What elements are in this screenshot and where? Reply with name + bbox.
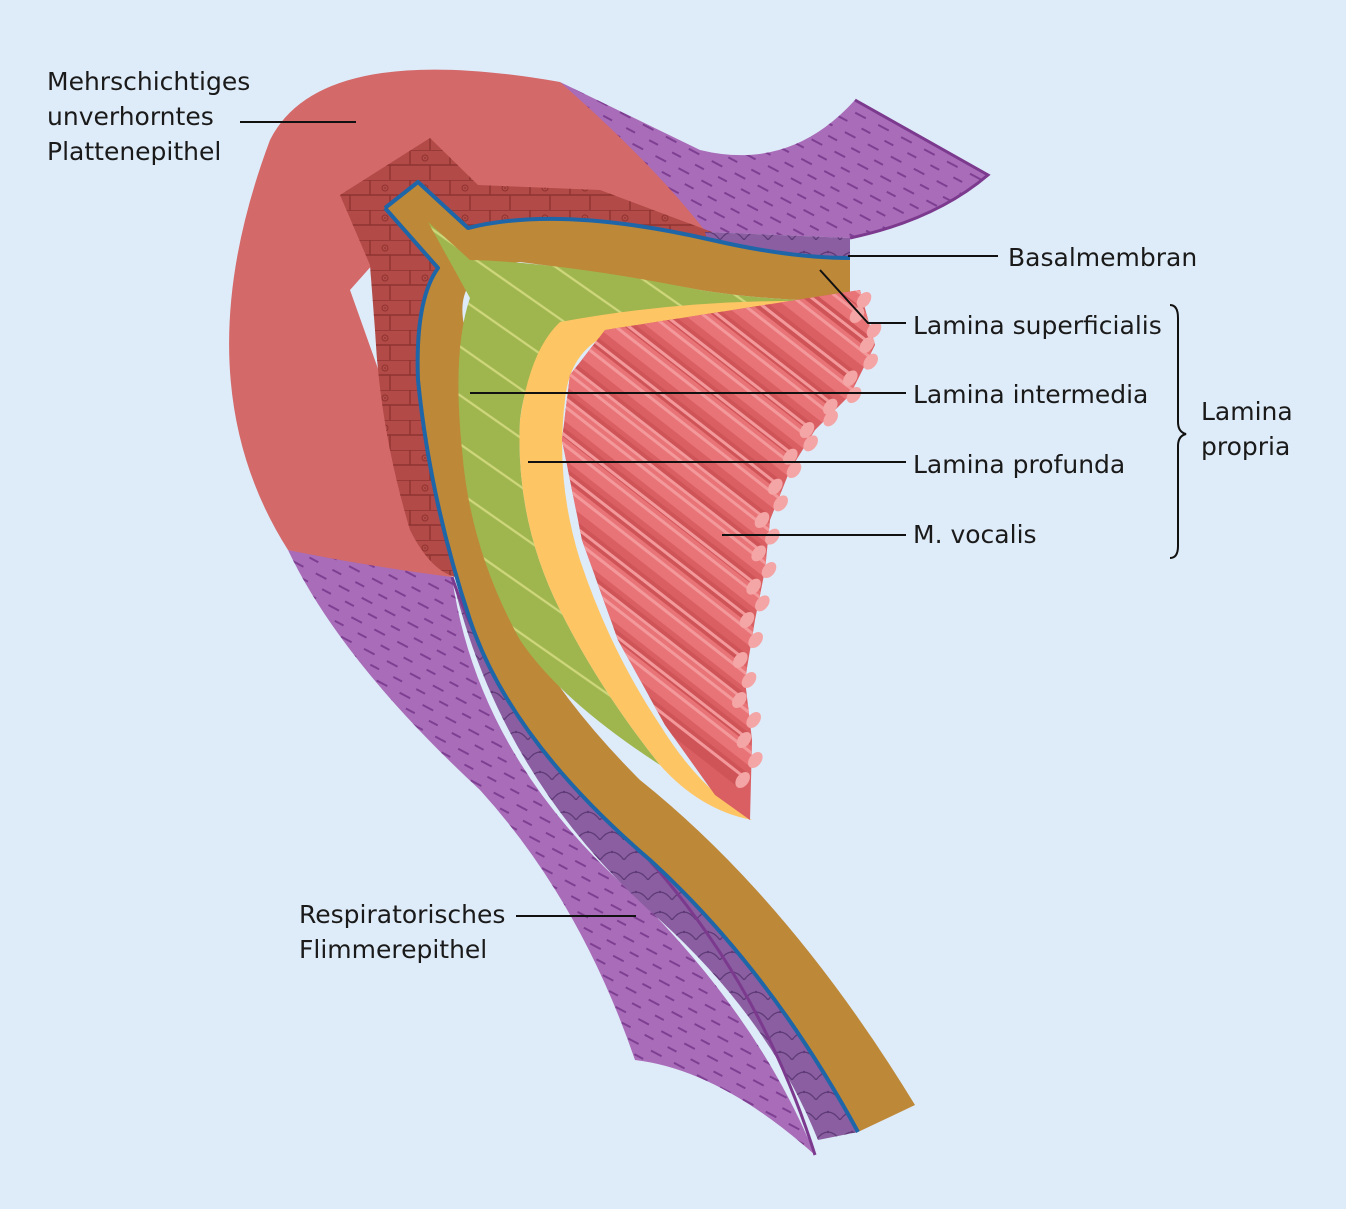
muscle-fiber-end [754,512,770,528]
respiratory-epithelium-lower-texture [288,550,815,1155]
muscle-fiber [632,290,875,337]
propria-brace [1169,304,1187,559]
lamina-superficialis [385,182,915,1132]
muscle-fiber-highlight [562,570,757,758]
muscle-fiber-end [856,292,872,308]
muscle-fiber [562,428,753,627]
muscle-fiber-highlight [562,450,757,638]
muscle-fiber [562,411,768,611]
label-squamous-epithelium: Mehrschichtiges unverhorntes Plattenepit… [47,64,250,169]
label-squamous-line-3: Plattenepithel [47,137,222,166]
muscle-fiber-end [732,692,747,708]
muscle-fiber-end [746,712,761,728]
muscle-fiber [562,488,755,687]
muscle-fiber-end [748,632,763,648]
muscle-fiber-end [741,672,757,688]
muscle-fiber-end [761,562,777,578]
muscle-fiber-end [751,545,766,562]
label-lamina-superficialis: Lamina superficialis [913,311,1162,340]
muscle-fiber-highlight [562,363,760,551]
muscle-fiber-end [735,772,750,788]
label-lamina-profunda: Lamina profunda [913,450,1126,479]
muscle-fiber-highlight [629,290,868,343]
muscle-fiber-highlight [562,396,755,584]
muscle-fiber-highlight [562,510,741,698]
muscle-fiber-end [748,752,763,768]
muscle-fiber-highlight [562,430,748,618]
respiratory-epithelium-upper-texture [560,82,988,238]
label-propria-line-1: Lamina [1201,397,1293,426]
muscle-fiber-highlight [636,290,875,328]
muscle-fiber [562,468,746,667]
muscle-fiber-highlight [562,346,774,534]
muscle-fiber-end [786,462,802,478]
muscle-fiber-end [859,337,875,353]
muscle-fiber [629,290,875,369]
muscle-fiber-end [843,370,858,387]
label-respiratory-epithelium: Respiratorisches Flimmerepithel [299,897,505,967]
muscle-fiber-end [773,495,788,512]
muscle-fiber-highlight [562,490,750,678]
muscle-fiber-highlight [569,290,808,428]
muscle-fiber [562,345,778,544]
muscle-fiber-highlight [562,413,764,601]
muscle-fiber [608,290,856,386]
muscle-fiber [562,528,759,727]
muscle-fiber-end [755,595,770,612]
label-propria-line-2: propria [1201,432,1291,461]
muscle-fiber-end [746,578,761,595]
muscle-fiber-end [846,387,862,403]
muscle-fiber [562,448,761,647]
muscle-fiber-highlight [633,290,872,359]
leader-lines [240,121,1187,917]
leader-superficial [819,269,906,324]
muscle-fiber-end [803,435,818,452]
muscle-fiber-end [849,307,865,323]
muscle-fiber-end [823,410,838,427]
muscle-fiber-end [768,478,783,495]
muscle-fiber-end [799,422,815,438]
muscle-fiber-end [863,353,878,370]
muscle-fiber [569,290,816,451]
muscle-fiber-end [765,528,780,545]
musculus-vocalis [562,290,882,820]
label-musculus-vocalis: M. vocalis [913,520,1037,549]
muscle-fiber-end [736,732,752,748]
label-lamina-propria: Lamina propria [1201,394,1293,464]
muscle-fiber [562,548,750,747]
muscle-fiber-end [866,322,882,338]
muscle-fiber-highlight [562,530,755,718]
muscle-fiber [562,378,775,577]
lamina-profunda [519,300,855,820]
label-respiratory-line-1: Respiratorisches [299,900,506,929]
lamina-intermedia-fibers [428,222,850,765]
muscle-fiber-highlight [573,290,812,441]
muscle-fiber [589,290,836,426]
label-squamous-line-2: unverhorntes [47,102,214,131]
muscle-fiber [625,290,873,352]
muscle-fiber-end [733,652,748,668]
respiratory-epithelium-upper-outline [849,98,991,240]
muscle-fiber-highlight [613,290,852,376]
label-respiratory-line-2: Flimmerepithel [299,935,488,964]
muscle-fiber-ends [732,292,882,788]
label-squamous-line-1: Mehrschichtiges [47,67,251,96]
muscle-fiber-end [739,612,755,628]
label-lamina-intermedia: Lamina intermedia [913,380,1149,409]
muscle-fiber [588,290,836,414]
label-basement-membrane: Basalmembran [1008,243,1198,272]
muscle-fiber-end [783,448,798,465]
muscle-fiber-highlight [562,470,742,658]
basement-membrane-lower [383,206,860,1133]
muscle-fiber-highlight [593,290,832,416]
basement-membrane [383,180,851,260]
muscle-fiber-highlight [562,550,745,738]
muscle-fiber [562,568,761,767]
